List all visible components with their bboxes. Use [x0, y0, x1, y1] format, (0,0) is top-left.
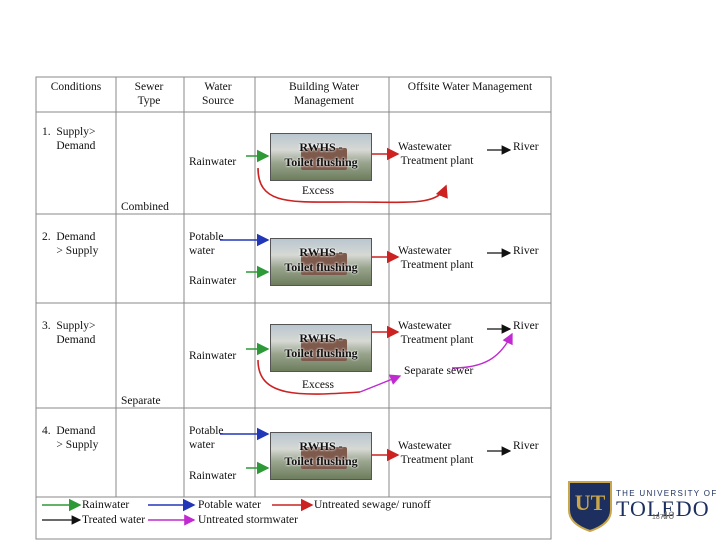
condition-3: 3. Supply> Demand — [42, 319, 95, 347]
page-number: 46 — [662, 510, 674, 522]
separate-sewer-arrow — [360, 376, 400, 392]
rwhs-label: RWHS - Toilet flushing — [271, 140, 371, 170]
source-rainwater: Rainwater — [189, 155, 236, 169]
condition-4: 4. Demand > Supply — [42, 424, 98, 452]
source-potable: Potable water — [189, 230, 224, 258]
excess-label: Excess — [302, 184, 334, 198]
legend-treated: Treated water — [82, 513, 145, 527]
excess-label: Excess — [302, 378, 334, 392]
source-potable: Potable water — [189, 424, 224, 452]
separate-sewer-label: Separate sewer — [404, 364, 473, 378]
condition-1: 1. Supply> Demand — [42, 125, 95, 153]
header-offsite: Offsite Water Management — [392, 80, 548, 94]
logo-mark: UT — [575, 490, 606, 515]
rwhs-label: RWHS - Toilet flushing — [271, 439, 371, 469]
legend-rainwater: Rainwater — [82, 498, 129, 512]
rwhs-image: RWHS - Toilet flushing — [270, 133, 372, 181]
river-label: River — [513, 439, 539, 453]
treatment-plant: Wastewater Treatment plant — [398, 319, 473, 347]
rwhs-label: RWHS - Toilet flushing — [271, 245, 371, 275]
sewer-type-separate: Separate — [121, 394, 161, 408]
source-rainwater: Rainwater — [189, 274, 236, 288]
condition-2: 2. Demand > Supply — [42, 230, 98, 258]
rwhs-label: RWHS - Toilet flushing — [271, 331, 371, 361]
legend-untreated-sewage: Untreated sewage/ runoff — [314, 498, 431, 512]
river-label: River — [513, 140, 539, 154]
source-rainwater: Rainwater — [189, 349, 236, 363]
treatment-plant: Wastewater Treatment plant — [398, 140, 473, 168]
header-building: Building Water Management — [266, 80, 382, 108]
source-rainwater: Rainwater — [189, 469, 236, 483]
header-water-source: Water Source — [192, 80, 244, 108]
treatment-plant: Wastewater Treatment plant — [398, 439, 473, 467]
header-sewer-type: Sewer Type — [126, 80, 172, 108]
rwhs-image: RWHS - Toilet flushing — [270, 238, 372, 286]
header-conditions: Conditions — [40, 80, 112, 94]
rwhs-image: RWHS - Toilet flushing — [270, 432, 372, 480]
river-label: River — [513, 319, 539, 333]
rwhs-image: RWHS - Toilet flushing — [270, 324, 372, 372]
ut-shield-logo: UT — [567, 480, 613, 532]
legend-potable: Potable water — [198, 498, 261, 512]
legend-untreated-storm: Untreated stormwater — [198, 513, 298, 527]
treatment-plant: Wastewater Treatment plant — [398, 244, 473, 272]
river-label: River — [513, 244, 539, 258]
sewer-type-combined: Combined — [121, 200, 169, 214]
